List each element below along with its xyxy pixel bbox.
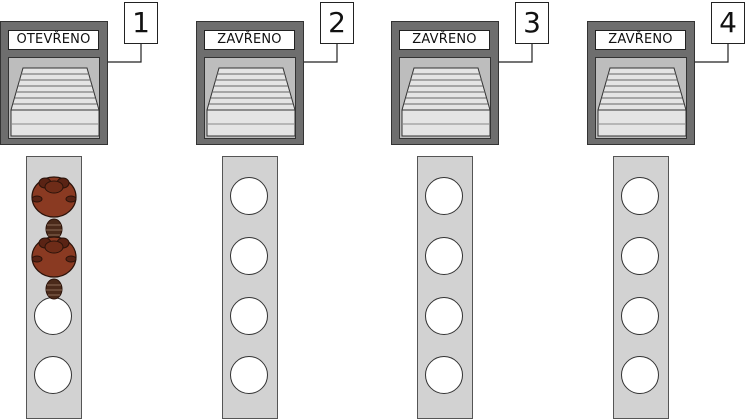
track xyxy=(222,156,278,419)
station-number: 4 xyxy=(711,2,745,44)
gate-status-label: ZAVŘENO xyxy=(595,30,686,50)
slot xyxy=(621,177,659,215)
gate[interactable]: OTEVŘENO xyxy=(0,21,108,145)
shutter-icon xyxy=(9,58,99,138)
slot xyxy=(230,297,268,335)
gate-opening xyxy=(8,57,100,139)
slot xyxy=(621,356,659,394)
gate-opening xyxy=(595,57,687,139)
slot xyxy=(621,297,659,335)
slot xyxy=(425,356,463,394)
gate[interactable]: ZAVŘENO xyxy=(391,21,499,145)
station-1: 1 OTEVŘENO xyxy=(0,0,160,419)
gate[interactable]: ZAVŘENO xyxy=(587,21,695,145)
track xyxy=(26,156,82,419)
connector-line xyxy=(108,44,142,63)
shutter-icon xyxy=(205,58,295,138)
gate[interactable]: ZAVŘENO xyxy=(196,21,304,145)
track xyxy=(417,156,473,419)
slot xyxy=(230,356,268,394)
station-number: 1 xyxy=(124,2,158,44)
track xyxy=(613,156,669,419)
slot xyxy=(425,237,463,275)
beaver-icon[interactable] xyxy=(25,233,83,305)
connector-line xyxy=(304,44,338,63)
gate-status-label: ZAVŘENO xyxy=(204,30,295,50)
station-2: 2 ZAVŘENO xyxy=(196,0,356,419)
gate-status-label: ZAVŘENO xyxy=(399,30,490,50)
slot xyxy=(621,237,659,275)
gate-opening xyxy=(399,57,491,139)
shutter-icon xyxy=(400,58,490,138)
station-4: 4 ZAVŘENO xyxy=(587,0,745,419)
station-number: 2 xyxy=(320,2,354,44)
slot xyxy=(34,356,72,394)
station-number: 3 xyxy=(515,2,549,44)
station-3: 3 ZAVŘENO xyxy=(391,0,551,419)
slot xyxy=(425,297,463,335)
beaver-icon[interactable] xyxy=(25,173,83,245)
gate-status-label: OTEVŘENO xyxy=(8,30,99,50)
shutter-icon xyxy=(596,58,686,138)
slot xyxy=(34,297,72,335)
connector-line xyxy=(499,44,533,63)
gate-opening xyxy=(204,57,296,139)
slot xyxy=(230,177,268,215)
slot xyxy=(425,177,463,215)
connector-line xyxy=(695,44,729,63)
slot xyxy=(230,237,268,275)
